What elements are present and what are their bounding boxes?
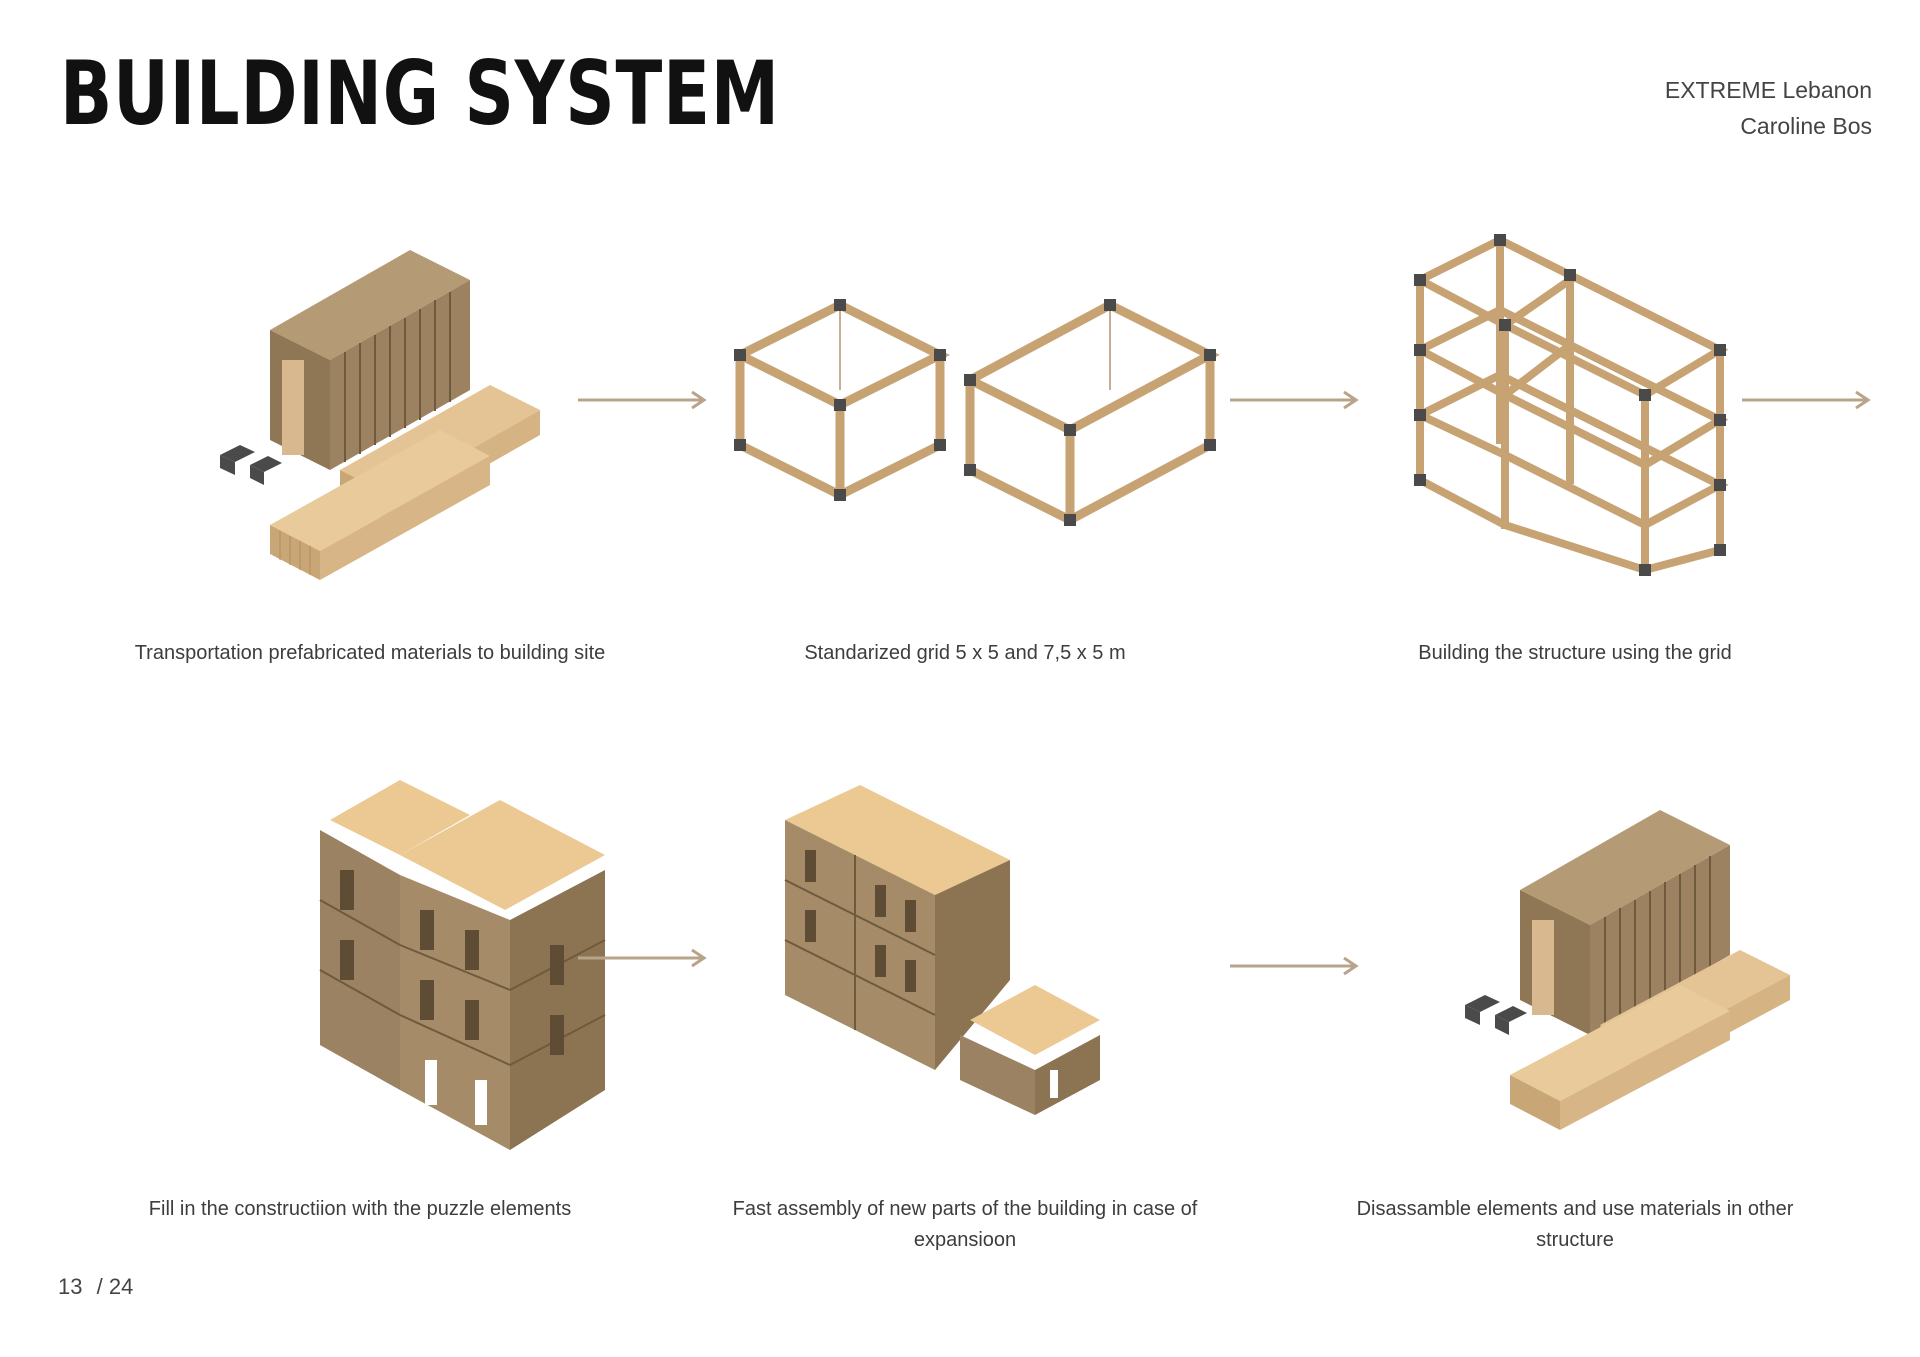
disassembled-materials-icon [1465, 810, 1790, 1130]
step-4-caption: Fill in the constructiion with the puzzl… [148, 1198, 572, 1220]
arrow-right-icon [578, 390, 707, 410]
prefab-materials-icon [220, 250, 540, 580]
step-2-illustration [690, 260, 1250, 530]
grid-frames-icon [733, 299, 1220, 526]
author-name: Caroline Bos [1740, 113, 1872, 139]
step-2-caption: Standarized grid 5 x 5 and 7,5 x 5 m [804, 642, 1126, 664]
page-current: 13 [58, 1274, 83, 1299]
page-total: 24 [108, 1274, 134, 1299]
arrow-right-icon [1230, 956, 1359, 976]
page-number: 13 / 24 [58, 1274, 133, 1300]
arrow-right-icon [578, 948, 707, 968]
step-1-caption: Transportation prefabricated materials t… [134, 642, 606, 664]
step-4-illustration [190, 760, 750, 1160]
step-5-caption: Fast assembly of new parts of the buildi… [732, 1198, 1198, 1251]
step-6-caption: Disassamble elements and use materials i… [1356, 1198, 1794, 1251]
arrow-right-icon [1230, 390, 1359, 410]
step-1-illustration [140, 220, 700, 600]
step-3-caption: Building the structure using the grid [1418, 642, 1732, 664]
project-name: EXTREME Lebanon [1664, 77, 1872, 103]
filled-building-icon [319, 780, 606, 1150]
page-separator: / [96, 1274, 103, 1299]
step-5-illustration [690, 780, 1250, 1120]
step-3-illustration [1290, 220, 1850, 580]
step-6-illustration [1370, 780, 1920, 1140]
arrow-right-icon [1742, 390, 1871, 410]
page-title: BUILDING SYSTEM [60, 42, 780, 145]
header-meta: EXTREME Lebanon Caroline Bos [1665, 72, 1872, 144]
building-expansion-icon [784, 785, 1100, 1115]
structure-frame-icon [1414, 234, 1729, 576]
